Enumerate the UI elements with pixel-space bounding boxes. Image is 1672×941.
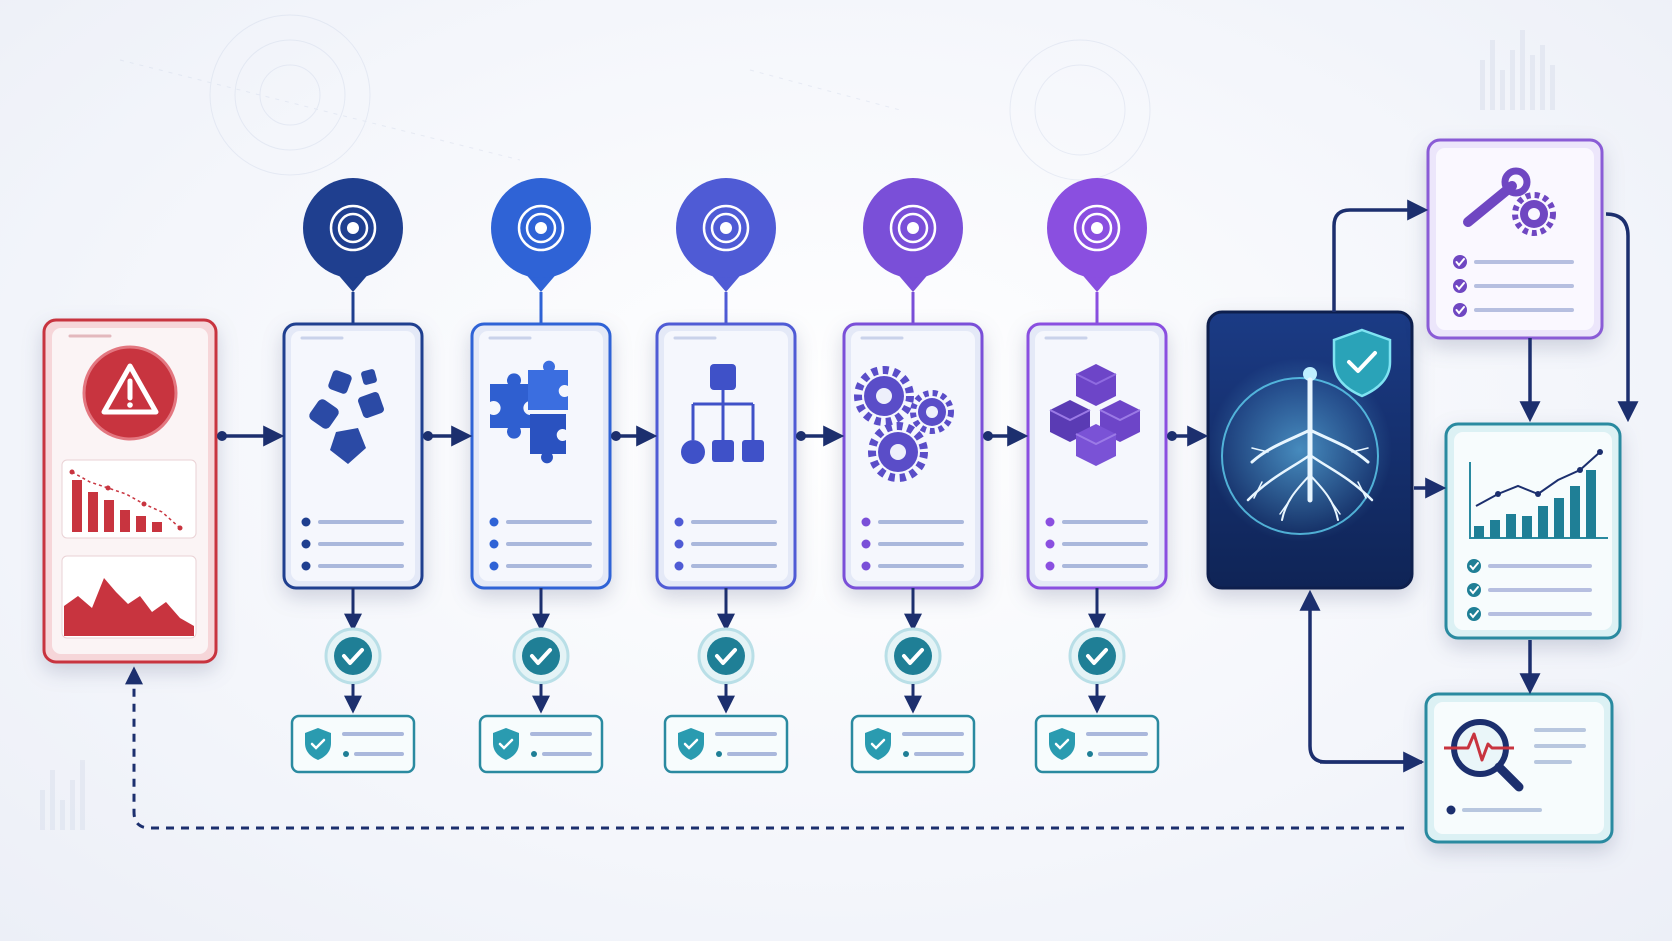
stage-3[interactable]	[655, 178, 797, 774]
stage-1-shield-icon	[305, 728, 331, 760]
cubes-icon	[1049, 364, 1141, 466]
background-decor	[119, 14, 1151, 181]
stage-5-shield-icon	[1049, 728, 1075, 760]
stage-3-check-icon	[697, 627, 755, 685]
check-icon	[1453, 303, 1467, 317]
action-checklist	[1453, 255, 1574, 317]
check-icon	[1453, 279, 1467, 293]
metrics-checklist	[1467, 559, 1592, 621]
hierarchy-icon	[681, 364, 764, 464]
stage-4-bullet-list	[861, 517, 964, 571]
stage-2-check-icon	[512, 627, 570, 685]
fragments-icon	[309, 369, 384, 464]
declining-bar-chart-icon	[61, 459, 197, 539]
stage-4-target-pin-icon	[863, 178, 963, 324]
stage-3-verification-box[interactable]	[663, 714, 789, 774]
stage-1-verification-box[interactable]	[290, 714, 416, 774]
stage-5[interactable]	[1026, 178, 1168, 774]
stage-1-check-icon	[324, 627, 382, 685]
puzzle-icon	[490, 360, 568, 464]
stage-1-bullet-list	[301, 517, 404, 571]
check-icon	[1467, 559, 1481, 573]
stage-4-shield-icon	[865, 728, 891, 760]
shield-check-icon	[1332, 328, 1392, 398]
stage-5-target-pin-icon	[1047, 178, 1147, 324]
connectors	[125, 199, 1639, 830]
warning-icon	[82, 345, 178, 441]
stage-4-verification-box[interactable]	[850, 714, 976, 774]
stage-3-bullet-list	[674, 517, 777, 571]
metrics-card[interactable]	[1444, 422, 1622, 640]
stage-5-check-icon	[1068, 627, 1126, 685]
wrench-gear-icon	[1463, 167, 1556, 236]
stage-1-target-pin-icon	[303, 178, 403, 324]
pipeline-stages	[282, 178, 1168, 774]
root-tree-icon	[1246, 367, 1374, 521]
stage-2[interactable]	[470, 178, 612, 774]
check-icon	[1467, 607, 1481, 621]
stage-2-card[interactable]	[470, 322, 612, 590]
stage-2-bullet-list	[489, 517, 592, 571]
check-icon	[1467, 583, 1481, 597]
stage-5-bullet-list	[1045, 517, 1148, 571]
monitor-lines	[1446, 728, 1586, 815]
gears-icon	[854, 366, 954, 482]
area-chart-icon	[61, 555, 197, 639]
stage-2-target-pin-icon	[491, 178, 591, 324]
stage-2-verification-box[interactable]	[478, 714, 604, 774]
stage-4-check-icon	[884, 627, 942, 685]
stage-3-target-pin-icon	[676, 178, 776, 324]
monitoring-card[interactable]	[1424, 692, 1614, 844]
stage-3-shield-icon	[678, 728, 704, 760]
stage-2-shield-icon	[493, 728, 519, 760]
stage-1[interactable]	[282, 178, 424, 774]
stage-5-verification-box[interactable]	[1034, 714, 1160, 774]
growth-chart-icon	[1469, 449, 1608, 539]
magnifier-pulse-icon	[1444, 719, 1524, 792]
check-icon	[1453, 255, 1467, 269]
background-bars	[40, 30, 1555, 830]
